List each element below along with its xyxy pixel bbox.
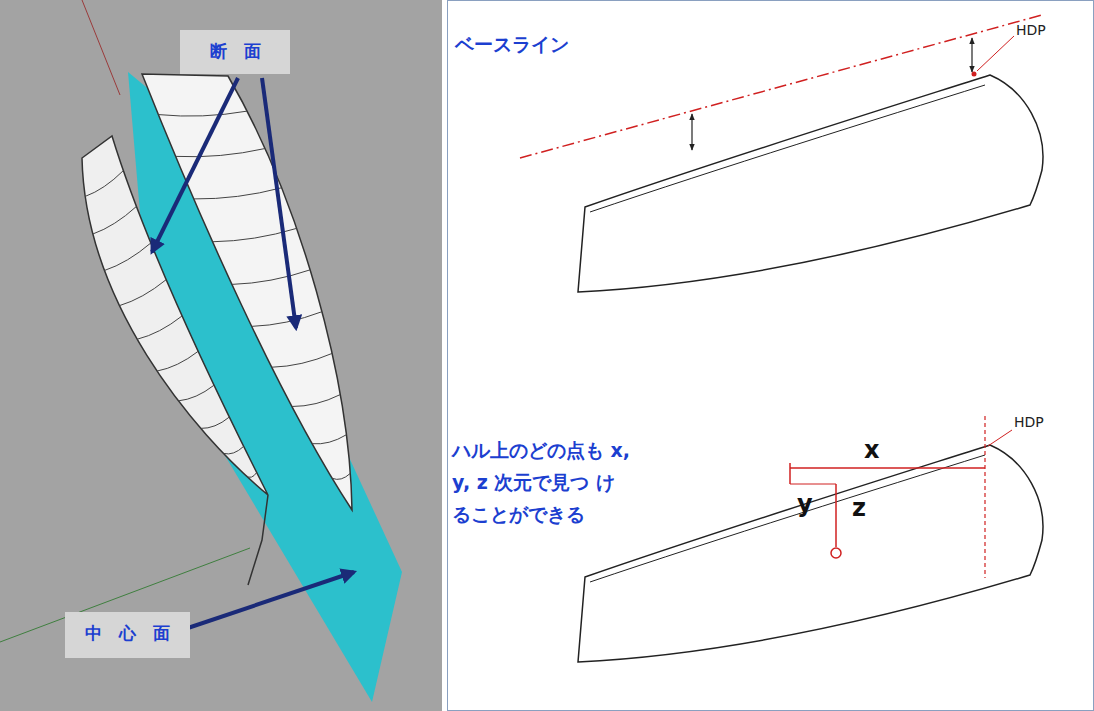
station-line: [120, 280, 167, 306]
station-line: [312, 435, 346, 444]
note-text: ハル上のどの点も x, y, z 次元で見つ けることができる: [452, 434, 634, 530]
pointer-arrow: [152, 78, 238, 252]
station-line: [292, 395, 340, 407]
axis-label: z: [852, 494, 866, 522]
panel-frame: [448, 1, 1094, 711]
station-line: [224, 446, 244, 454]
hull-profile: [578, 75, 1043, 292]
leader-line: [988, 430, 1012, 446]
station-line: [158, 111, 247, 116]
point-label: HDP: [1016, 22, 1046, 38]
offset-arrow: [691, 114, 692, 150]
x-dimension: [790, 467, 985, 469]
pointer-arrow: [176, 572, 354, 632]
station-line: [194, 188, 282, 199]
station-line: [178, 385, 214, 401]
station-line: [232, 270, 310, 285]
heading-label: ベースライン: [455, 32, 569, 58]
station-line: [137, 316, 182, 339]
label-box: 断 面: [180, 30, 290, 74]
keel-line: [248, 495, 268, 585]
axis-line: [82, 0, 120, 95]
station-line: [252, 312, 322, 327]
station-line: [85, 171, 123, 197]
point-label: HDP: [1014, 414, 1044, 430]
station-lines: [85, 111, 350, 479]
axis-label: x: [864, 436, 879, 464]
station-line: [201, 417, 229, 428]
label-text: 中 心 面: [79, 620, 176, 646]
station-line: [176, 149, 265, 157]
station-line: [332, 473, 350, 479]
station-line: [157, 351, 198, 371]
pointer-arrow: [262, 78, 296, 328]
label-box: 中 心 面: [65, 612, 190, 658]
station-line: [272, 353, 332, 367]
y-dimension: [789, 463, 791, 484]
leader-line: [977, 36, 1014, 71]
hdp-station-line: [984, 416, 985, 578]
hull-profile: [578, 445, 1043, 662]
hdp-point: [972, 72, 977, 77]
view-background: [0, 0, 442, 711]
label-text: 断 面: [194, 38, 276, 64]
offset-arrow: [971, 38, 972, 72]
axis-label: y: [797, 490, 813, 518]
hull-point: [831, 548, 841, 558]
station-line: [105, 243, 151, 270]
station-line: [246, 473, 257, 478]
station-line: [93, 206, 136, 233]
baseline: [520, 15, 1042, 158]
hull-right-half: [142, 74, 352, 510]
z-dimension: [835, 484, 837, 547]
hull-left-half: [82, 136, 268, 495]
y-dimension: [790, 484, 836, 485]
